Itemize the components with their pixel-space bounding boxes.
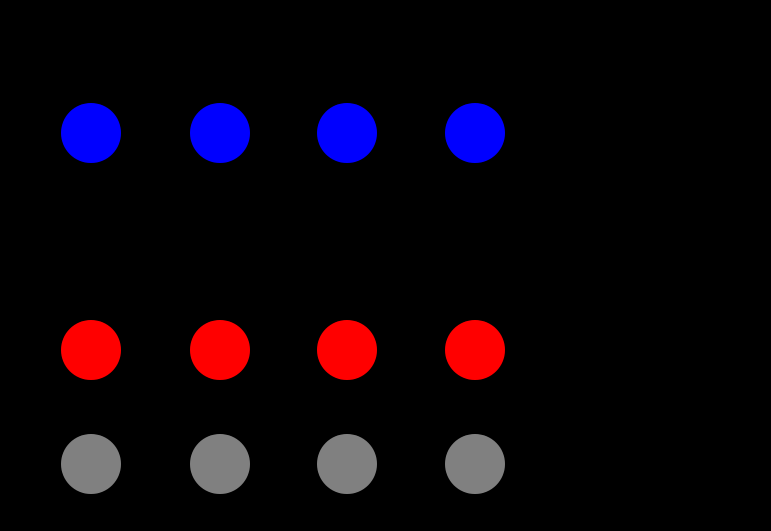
circle-marker-gray-row-2[interactable] bbox=[190, 434, 250, 494]
circle-marker-red-row-2[interactable] bbox=[190, 320, 250, 380]
circle-marker-blue-row-3[interactable] bbox=[317, 103, 377, 163]
circle-marker-gray-row-3[interactable] bbox=[317, 434, 377, 494]
circle-marker-red-row-1[interactable] bbox=[61, 320, 121, 380]
circle-marker-gray-row-1[interactable] bbox=[61, 434, 121, 494]
circle-marker-gray-row-4[interactable] bbox=[445, 434, 505, 494]
circle-marker-red-row-4[interactable] bbox=[445, 320, 505, 380]
circle-marker-blue-row-2[interactable] bbox=[190, 103, 250, 163]
circle-marker-blue-row-1[interactable] bbox=[61, 103, 121, 163]
circle-marker-blue-row-4[interactable] bbox=[445, 103, 505, 163]
circle-marker-red-row-3[interactable] bbox=[317, 320, 377, 380]
